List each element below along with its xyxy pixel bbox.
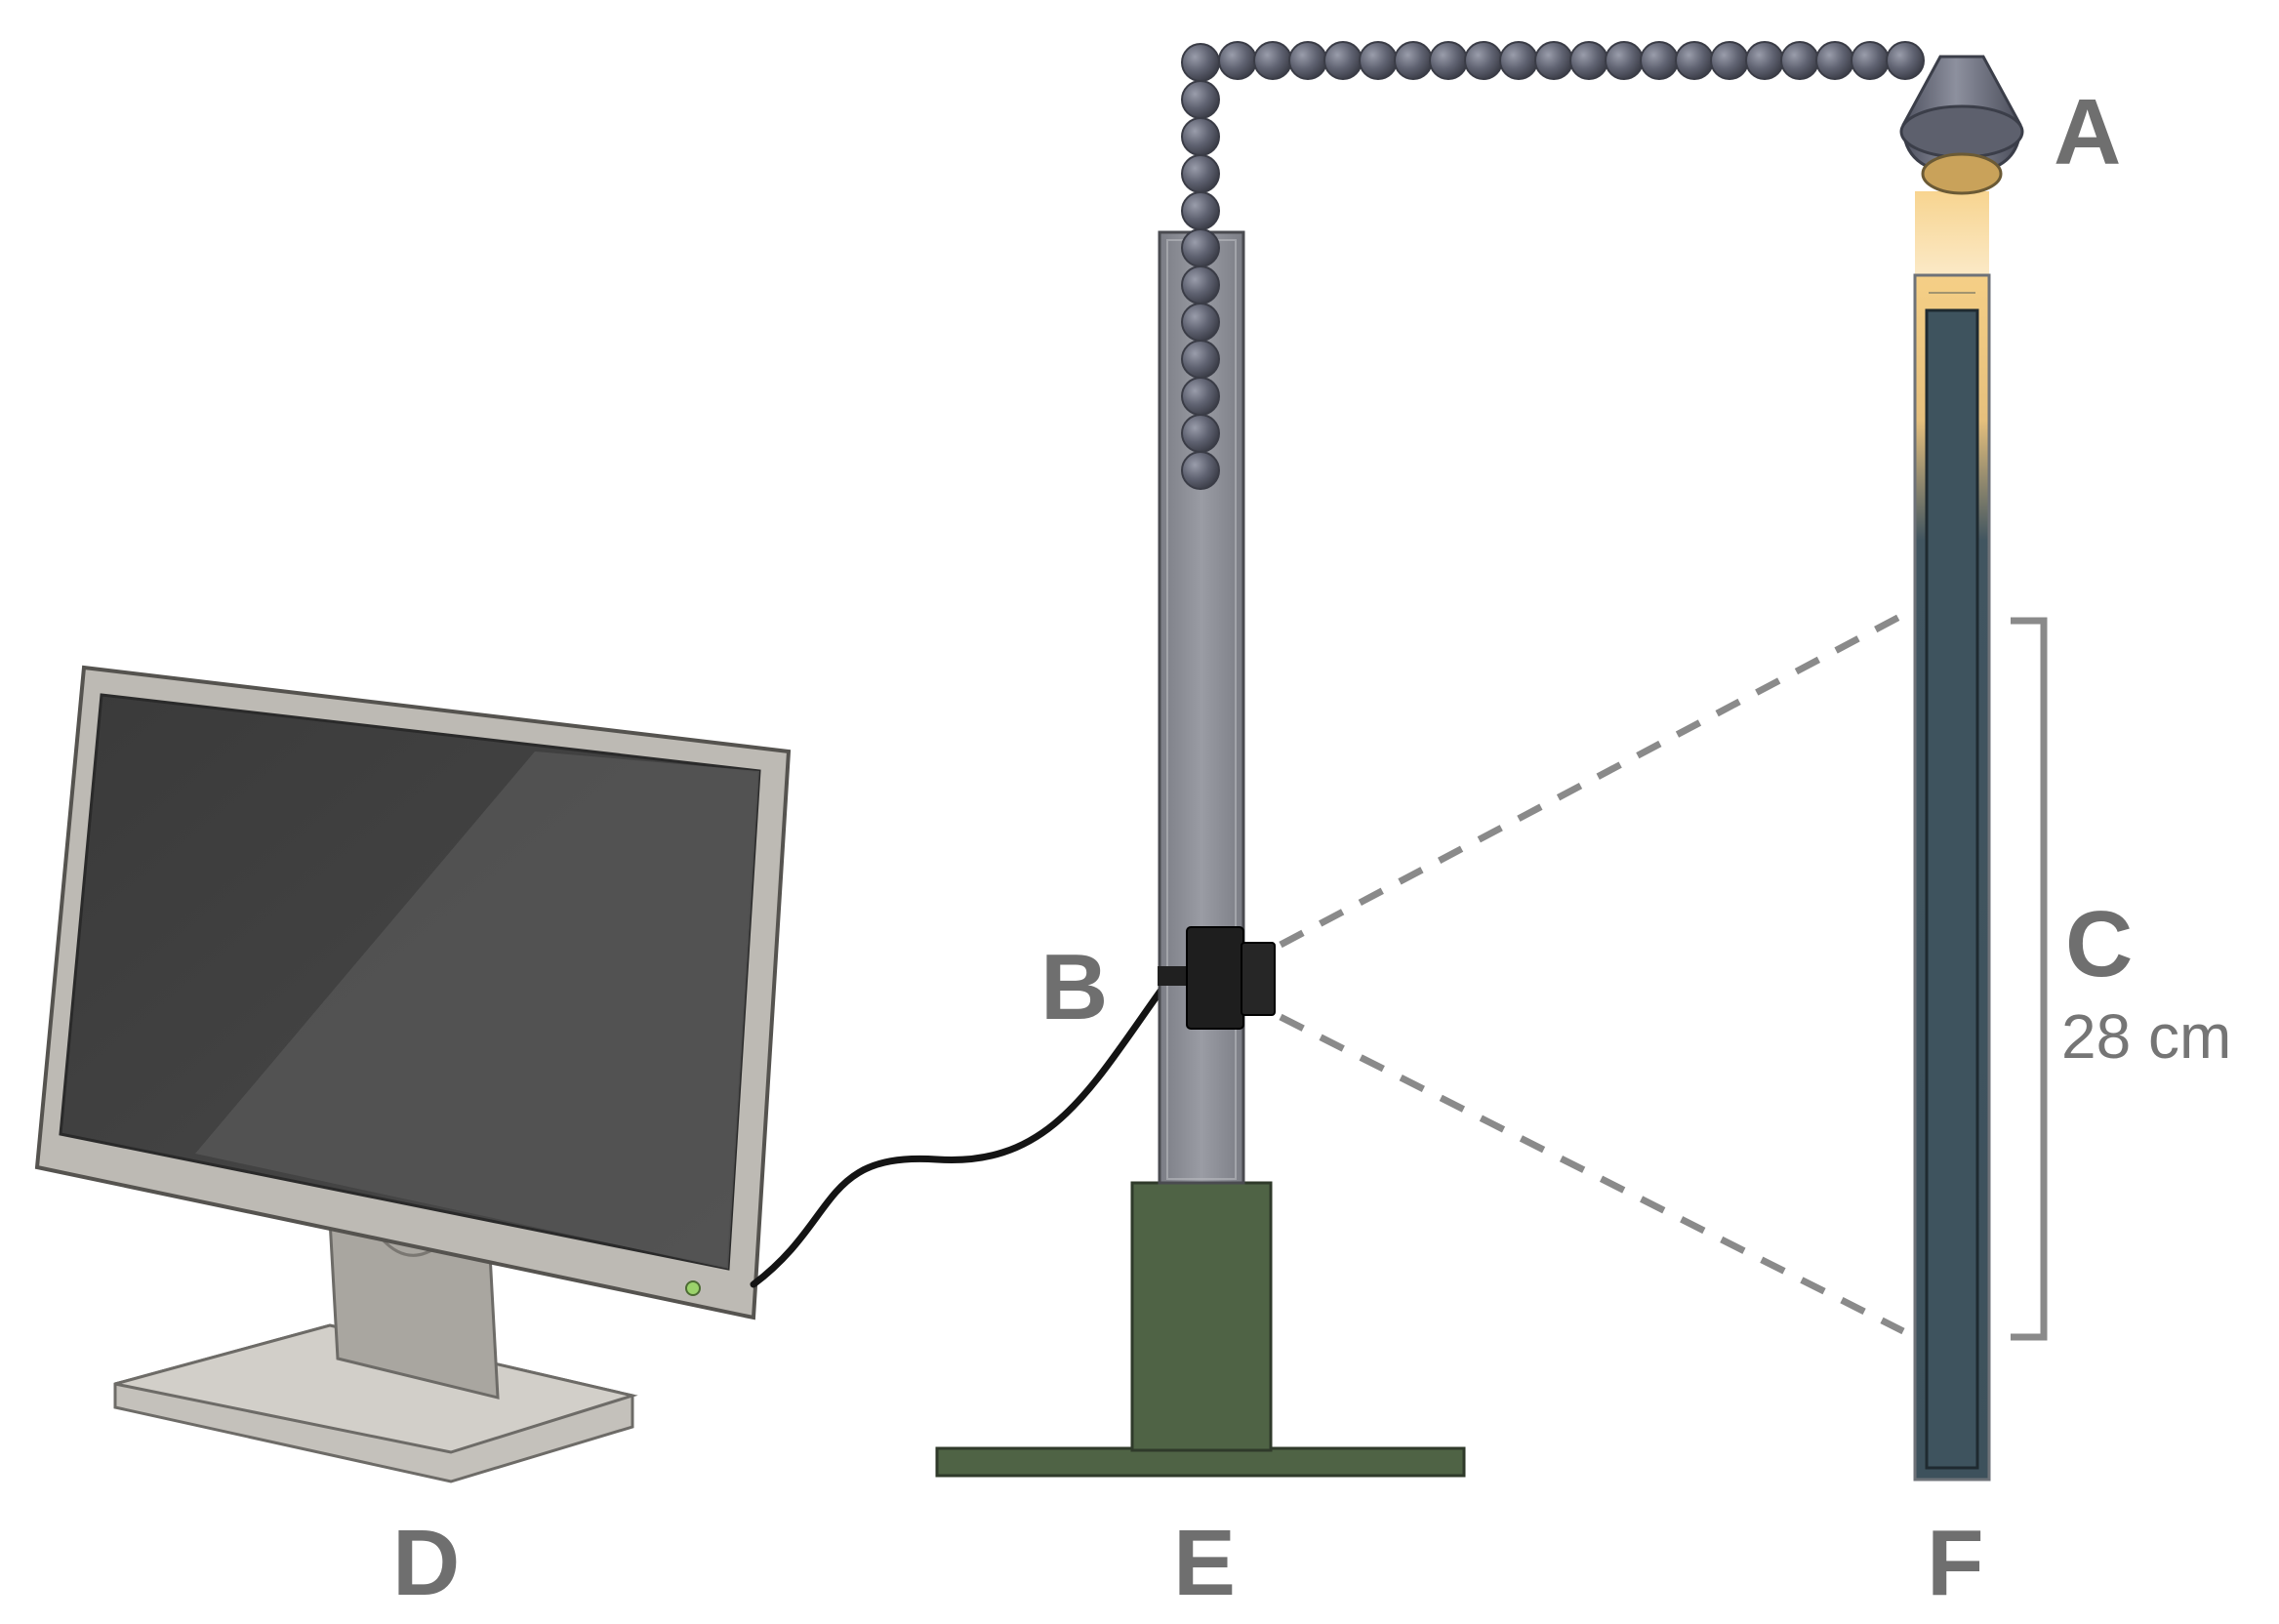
gooseneck-bead — [1569, 41, 1608, 80]
gooseneck-bead — [1851, 41, 1890, 80]
gooseneck-bead — [1181, 303, 1220, 342]
light-beam — [1915, 191, 1989, 281]
label-f-tube: F — [1927, 1511, 1984, 1615]
gooseneck-arm — [1181, 41, 1925, 490]
gooseneck-bead — [1640, 41, 1679, 80]
gooseneck-bead — [1181, 414, 1220, 453]
sample-tube — [1913, 191, 1991, 1482]
gooseneck-bead — [1181, 265, 1220, 304]
label-c-measurement: 28 cm — [2061, 1001, 2232, 1072]
camera-body — [1186, 926, 1244, 1030]
gooseneck-bead — [1710, 41, 1749, 80]
monitor — [34, 665, 792, 1483]
power-led-icon — [685, 1280, 701, 1296]
gooseneck-bead — [1181, 80, 1220, 119]
label-a-lamp: A — [2054, 80, 2122, 184]
stand-base-block — [1130, 1181, 1273, 1452]
gooseneck-bead — [1181, 191, 1220, 230]
gooseneck-bead — [1429, 41, 1468, 80]
tube-inner — [1925, 308, 1979, 1470]
gooseneck-bead — [1745, 41, 1784, 80]
gooseneck-bead — [1499, 41, 1538, 80]
gooseneck-bead — [1288, 41, 1327, 80]
field-of-view-bottom — [1279, 1013, 1905, 1335]
camera-cable — [750, 972, 1175, 1288]
stand-foot — [935, 1446, 1466, 1478]
gooseneck-bead — [1394, 41, 1433, 80]
gooseneck-bead — [1605, 41, 1644, 80]
gooseneck-bead — [1815, 41, 1854, 80]
label-b-camera: B — [1040, 935, 1109, 1039]
camera-lens — [1241, 942, 1276, 1016]
gooseneck-bead — [1534, 41, 1573, 80]
gooseneck-bead — [1780, 41, 1819, 80]
gooseneck-bead — [1181, 117, 1220, 156]
gooseneck-bead — [1181, 377, 1220, 416]
gooseneck-bead — [1464, 41, 1503, 80]
gooseneck-bead — [1181, 228, 1220, 267]
measurement-bracket — [2011, 617, 2048, 1341]
label-e-stand: E — [1173, 1511, 1237, 1615]
gooseneck-bead — [1359, 41, 1398, 80]
label-c-field: C — [2065, 892, 2134, 996]
lamp-bulb — [1921, 152, 2003, 195]
gooseneck-bead — [1181, 451, 1220, 490]
label-d-monitor: D — [392, 1511, 461, 1615]
gooseneck-bead — [1181, 340, 1220, 379]
gooseneck-bead — [1218, 41, 1257, 80]
gooseneck-bead — [1181, 43, 1220, 82]
gooseneck-bead — [1675, 41, 1714, 80]
lamp — [1899, 55, 2024, 195]
field-of-view-top — [1279, 611, 1905, 949]
gooseneck-bead — [1181, 154, 1220, 193]
gooseneck-bead — [1253, 41, 1292, 80]
gooseneck-bead — [1886, 41, 1925, 80]
camera — [1158, 926, 1276, 1030]
gooseneck-bead — [1323, 41, 1363, 80]
